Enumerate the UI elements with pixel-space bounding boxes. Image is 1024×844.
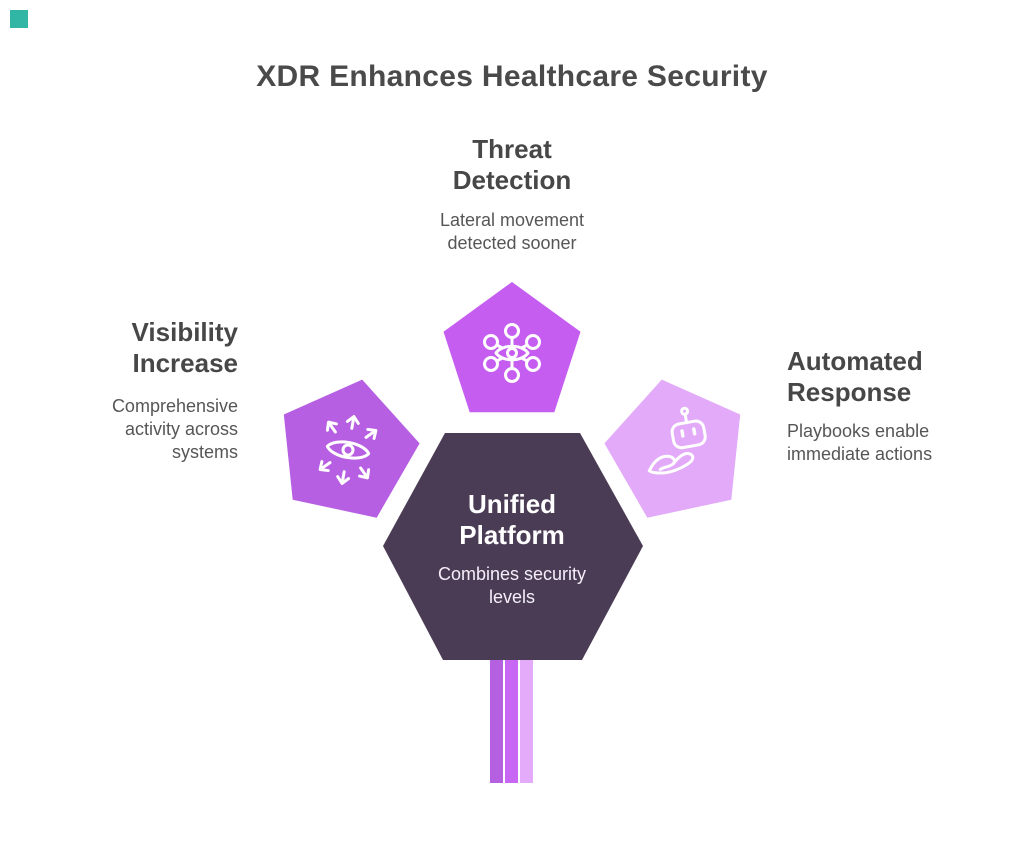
hand-robot-icon	[647, 406, 707, 475]
hexagon-unified-platform	[383, 433, 643, 660]
stem-stripe-left	[490, 652, 503, 783]
brand-mark	[10, 10, 28, 28]
eye-expand-icon	[318, 415, 378, 485]
stem-stripe-middle	[505, 652, 518, 783]
stem-stripe-right	[520, 652, 533, 783]
pentagon-automated-response	[604, 379, 741, 518]
network-eye-icon	[483, 323, 541, 383]
stem-stripes	[490, 652, 533, 783]
page-title: XDR Enhances Healthcare Security	[256, 60, 768, 93]
